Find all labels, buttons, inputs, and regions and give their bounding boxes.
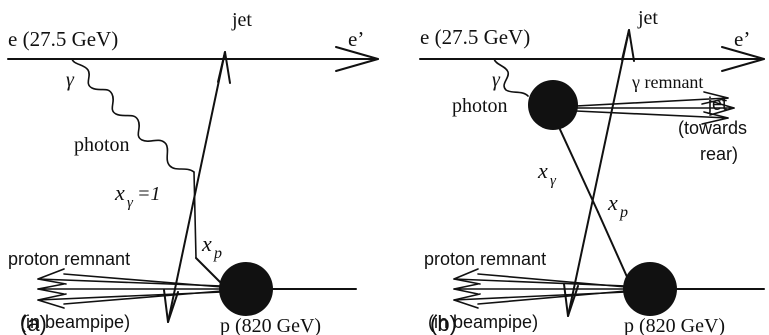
photon-label-b: photon — [452, 95, 508, 117]
gamma-remnant-label-b: γ remnant — [631, 72, 703, 92]
panel-tag-label-b: (b) — [430, 311, 457, 335]
svg-text:γ: γ — [127, 195, 134, 211]
photon-wavy-line-b — [493, 58, 529, 97]
jet-line-a — [167, 51, 226, 323]
proton-remnant-label-a: proton remnant — [8, 249, 130, 269]
proton-label-a: p (820 GeV) — [220, 315, 321, 335]
beampipe-label-a: (in beampipe) — [20, 312, 130, 332]
svg-text:x: x — [607, 190, 618, 215]
proton-remnant-label-b: proton remnant — [424, 249, 546, 269]
proton-remnant-arrows-a — [37, 268, 223, 309]
proton-blob-a — [219, 262, 273, 316]
gamma-remnant-arrows-b — [575, 91, 735, 125]
svg-text:x: x — [201, 231, 212, 256]
x-gamma-label-b: x γ — [537, 158, 557, 189]
electron-label-b: e (27.5 GeV) — [420, 25, 530, 49]
panel-a: e (27.5 GeV) e’ jet γ photon x γ =1 x p … — [7, 9, 379, 335]
proton-remnant-arrows-b — [453, 268, 627, 309]
xp-label-b: x p — [607, 190, 628, 221]
remnant-jet-label-b: jet — [707, 94, 727, 114]
svg-text:γ: γ — [550, 173, 557, 189]
scattered-electron-label-a: e’ — [348, 27, 364, 51]
proton-blob-b — [623, 262, 677, 316]
parton-xp-line-b — [597, 211, 633, 289]
photon-wavy-line-a — [71, 58, 195, 173]
x-gamma-label-a: x γ =1 — [114, 180, 161, 211]
scattered-electron-label-b: e’ — [734, 27, 750, 51]
proton-label-b: p (820 GeV) — [624, 315, 725, 335]
electron-arrow-b — [721, 46, 765, 72]
jet-top-label-b: jet — [637, 7, 658, 29]
photon-label-a: photon — [74, 134, 130, 156]
beampipe-label-b: (in beampipe) — [428, 312, 538, 332]
towards-label-b: (towards — [678, 118, 747, 138]
photon-blob-b — [528, 80, 578, 130]
parton-xp-line-a — [195, 257, 225, 287]
jet-top-label-a: jet — [231, 9, 252, 31]
jet-top-arrow-b — [621, 29, 635, 62]
jet-bottom-arrow-a — [163, 289, 179, 323]
electron-arrow-a — [335, 46, 379, 72]
gamma-symbol-a: γ — [66, 69, 75, 91]
svg-text:=1: =1 — [137, 183, 161, 205]
panel-b: e (27.5 GeV) e’ jet γ photon γ remnant j… — [419, 7, 765, 335]
svg-text:x: x — [537, 158, 548, 183]
svg-text:p: p — [213, 245, 222, 262]
jet-top-arrow-a — [217, 51, 231, 84]
photon-vertex-line-a — [193, 171, 197, 259]
rear-label-b: rear) — [700, 144, 738, 164]
svg-text:x: x — [114, 180, 125, 205]
jet-line-b — [567, 29, 630, 317]
gamma-symbol-b: γ — [492, 69, 501, 91]
svg-text:p: p — [619, 204, 628, 221]
panel-tag-label-a: (a) — [20, 311, 47, 335]
electron-label-a: e (27.5 GeV) — [8, 27, 118, 51]
xp-label-a: x p — [201, 231, 222, 262]
